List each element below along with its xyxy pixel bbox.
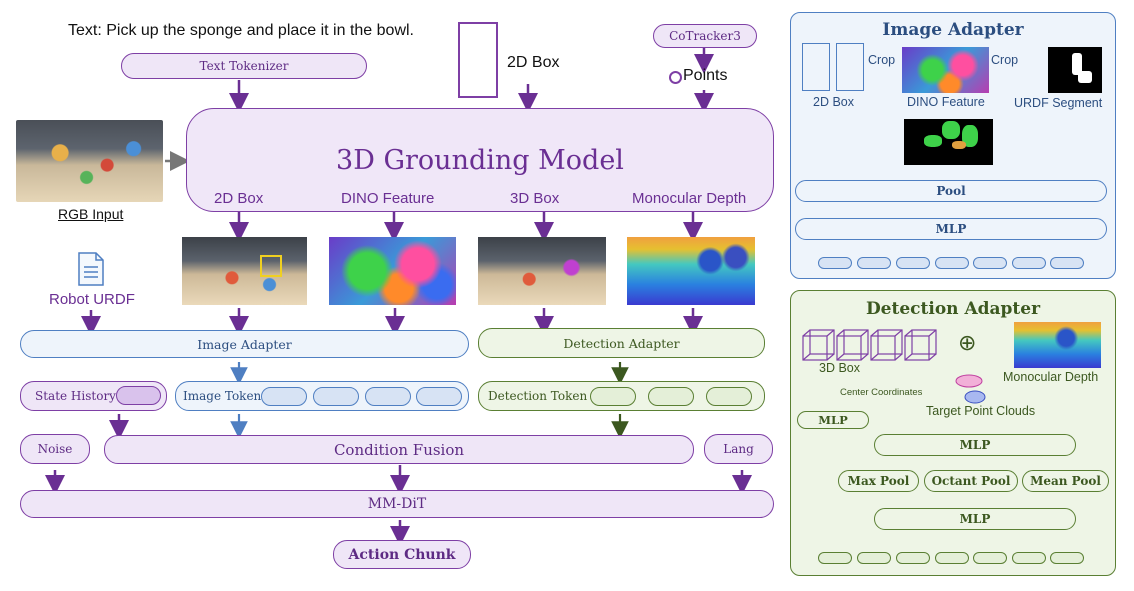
detection-output-token-2 (857, 552, 891, 564)
document-icon (78, 252, 104, 286)
dino-feature-output-image (329, 237, 456, 305)
box-2d-icon (458, 22, 498, 98)
detection-output-token-1 (818, 552, 852, 564)
image-adapter-panel-title: Image Adapter (882, 20, 1024, 40)
detection-adapter-node: Detection Adapter (478, 328, 765, 358)
mean-pool-node: Mean Pool (1022, 470, 1109, 492)
grounding-model-title: 3D Grounding Model (336, 145, 624, 176)
image-output-token-4 (935, 257, 969, 269)
output-dino-feature: DINO Feature (341, 190, 435, 207)
pool-node: Pool (795, 180, 1107, 202)
robot-urdf-label: Robot URDF (49, 291, 135, 308)
monocular-depth-output-image (627, 237, 755, 305)
noise-node: Noise (20, 434, 90, 464)
image-adapter-node: Image Adapter (20, 330, 469, 358)
instruction-text: Text: Pick up the sponge and place it in… (68, 22, 414, 39)
detection-mlp-top-node: MLP (874, 434, 1076, 456)
detection-output-token-3 (896, 552, 930, 564)
image-output-token-1 (818, 257, 852, 269)
mmdit-node: MM-DiT (20, 490, 774, 518)
crop-left-label: Crop (868, 53, 896, 67)
urdf-segment-label: URDF Segment (1014, 96, 1103, 110)
cube-icons (802, 329, 937, 361)
points-label: Points (683, 67, 728, 84)
panel-dino-feature-label: DINO Feature (907, 95, 985, 109)
plus-icon: ⊕ (958, 330, 977, 355)
box-2d-label: 2D Box (507, 54, 560, 71)
detection-token-label: Detection Token (488, 389, 588, 403)
image-output-token-3 (896, 257, 930, 269)
image-token-2 (313, 387, 359, 406)
detection-adapter-panel-title: Detection Adapter (865, 299, 1041, 319)
image-token-1 (261, 387, 307, 406)
target-point-clouds-label: Target Point Clouds (926, 404, 1036, 418)
box-3d-output-image (478, 237, 606, 305)
detection-token-2 (648, 387, 694, 406)
urdf-segment-image (1048, 47, 1102, 93)
detection-output-token-7 (1050, 552, 1084, 564)
detection-output-token-6 (1012, 552, 1046, 564)
image-token-3 (365, 387, 411, 406)
cropped-feature-image (904, 119, 993, 165)
state-history-token (116, 386, 161, 405)
rgb-input-image (16, 120, 163, 202)
detection-token-3 (706, 387, 752, 406)
max-pool-node: Max Pool (838, 470, 919, 492)
output-3d-box: 3D Box (510, 190, 560, 207)
panel-box-2d-label: 2D Box (813, 95, 854, 109)
output-monocular-depth: Monocular Depth (632, 190, 747, 207)
image-output-token-7 (1050, 257, 1084, 269)
point-icon (669, 71, 682, 84)
panel-box-3d-label: 3D Box (819, 361, 860, 375)
grounding-model-node: 3D Grounding Model 2D Box DINO Feature 3… (186, 108, 774, 212)
panel-monocular-depth-label: Monocular Depth (1003, 370, 1099, 384)
state-history-label: State History (35, 389, 116, 403)
text-tokenizer-node: Text Tokenizer (121, 53, 367, 79)
detection-mlp-bottom-node: MLP (874, 508, 1076, 530)
image-token-label: Image Token (183, 389, 262, 403)
panel-monocular-depth-image (1014, 322, 1101, 368)
image-output-token-6 (1012, 257, 1046, 269)
panel-dino-feature-image (902, 47, 989, 93)
point-cloud-icon (955, 374, 986, 404)
image-output-token-2 (857, 257, 891, 269)
image-output-token-5 (973, 257, 1007, 269)
detection-output-token-5 (973, 552, 1007, 564)
lang-node: Lang (704, 434, 773, 464)
box-2d-icon-left (802, 43, 830, 91)
detection-output-token-4 (935, 552, 969, 564)
box-2d-output-image (182, 237, 307, 305)
action-chunk-node: Action Chunk (333, 540, 471, 569)
center-mlp-node: MLP (797, 411, 869, 429)
center-coordinates-label: Center Coordinates (840, 387, 923, 398)
cotracker-node: CoTracker3 (653, 24, 757, 48)
output-2d-box: 2D Box (214, 190, 264, 207)
detection-token-1 (590, 387, 636, 406)
image-token-4 (416, 387, 462, 406)
condition-fusion-node: Condition Fusion (104, 435, 694, 464)
octant-pool-node: Octant Pool (924, 470, 1018, 492)
rgb-input-label: RGB Input (58, 206, 124, 222)
box-2d-icon-right (836, 43, 864, 91)
image-mlp-node: MLP (795, 218, 1107, 240)
crop-right-label: Crop (991, 53, 1019, 67)
